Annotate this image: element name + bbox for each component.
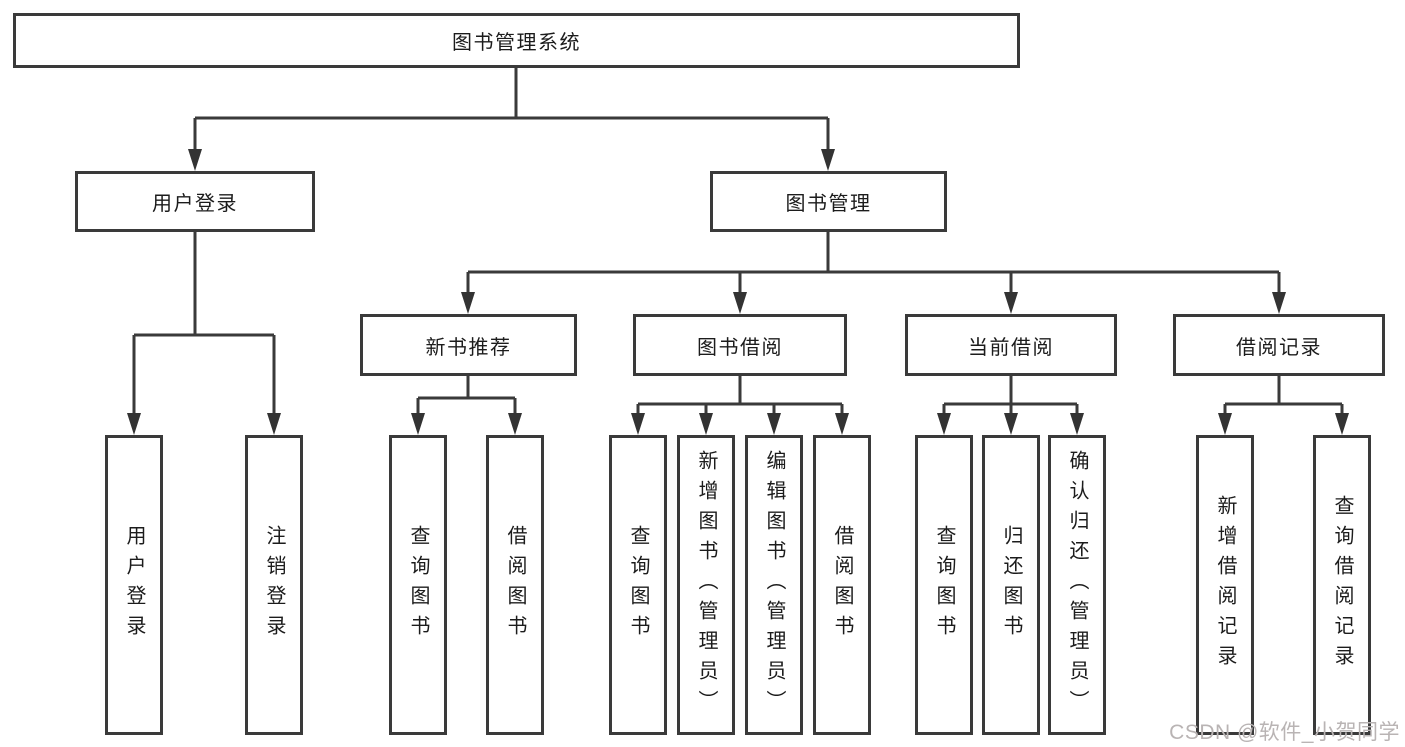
node-borrowing-records-label: 借阅记录: [1236, 336, 1322, 359]
leaf-query-books-current: 查询图书: [915, 435, 973, 735]
leaf-return-book: 归还图书: [982, 435, 1040, 735]
tree-edges: [132, 68, 1344, 416]
leaf-borrow-books-borrowing: 借阅图书: [813, 435, 871, 735]
node-book-management: 图书管理: [710, 171, 947, 232]
node-new-book-recommend-label: 新书推荐: [425, 336, 512, 359]
leaf-borrow-books-recommend-label: 借阅图书: [504, 525, 526, 645]
leaf-user-login-label: 用户登录: [123, 525, 145, 645]
leaf-borrow-books-recommend: 借阅图书: [486, 435, 544, 735]
leaf-confirm-return-admin: 确认归还（管理员）: [1048, 435, 1106, 735]
leaf-query-books-current-label: 查询图书: [933, 525, 955, 645]
leaf-logout: 注销登录: [245, 435, 303, 735]
leaf-logout-label: 注销登录: [263, 525, 285, 645]
node-current-borrowing-label: 当前借阅: [968, 336, 1054, 359]
node-borrowing-records: 借阅记录: [1173, 314, 1385, 376]
leaf-query-borrow-record: 查询借阅记录: [1313, 435, 1371, 735]
node-book-borrowing-label: 图书借阅: [697, 336, 783, 359]
leaf-borrow-books-borrowing-label: 借阅图书: [831, 525, 853, 645]
node-current-borrowing: 当前借阅: [905, 314, 1117, 376]
node-book-borrowing: 图书借阅: [633, 314, 847, 376]
node-user-login: 用户登录: [75, 171, 315, 232]
leaf-add-borrow-record: 新增借阅记录: [1196, 435, 1254, 735]
leaf-return-book-label: 归还图书: [1000, 525, 1022, 645]
node-book-management-label: 图书管理: [785, 193, 872, 215]
leaf-add-book-admin: 新增图书（管理员）: [677, 435, 735, 735]
node-new-book-recommend: 新书推荐: [360, 314, 577, 376]
arrowheads: [127, 149, 1349, 435]
leaf-add-borrow-record-label: 新增借阅记录: [1214, 495, 1236, 675]
node-root-system: 图书管理系统: [13, 13, 1020, 68]
leaf-add-book-admin-label: 新增图书（管理员）: [695, 450, 717, 720]
leaf-edit-book-admin: 编辑图书（管理员）: [745, 435, 803, 735]
leaf-query-books-borrowing: 查询图书: [609, 435, 667, 735]
leaf-confirm-return-admin-label: 确认归还（管理员）: [1066, 450, 1088, 720]
leaf-query-borrow-record-label: 查询借阅记录: [1331, 495, 1353, 675]
leaf-query-books-recommend: 查询图书: [389, 435, 447, 735]
csdn-watermark: CSDN @软件_小贺同学: [1169, 721, 1400, 744]
node-root-label: 图书管理系统: [452, 32, 581, 54]
leaf-user-login: 用户登录: [105, 435, 163, 735]
leaf-query-books-recommend-label: 查询图书: [407, 525, 429, 645]
node-user-login-label: 用户登录: [152, 193, 238, 215]
leaf-edit-book-admin-label: 编辑图书（管理员）: [763, 450, 785, 720]
leaf-query-books-borrowing-label: 查询图书: [627, 525, 649, 645]
